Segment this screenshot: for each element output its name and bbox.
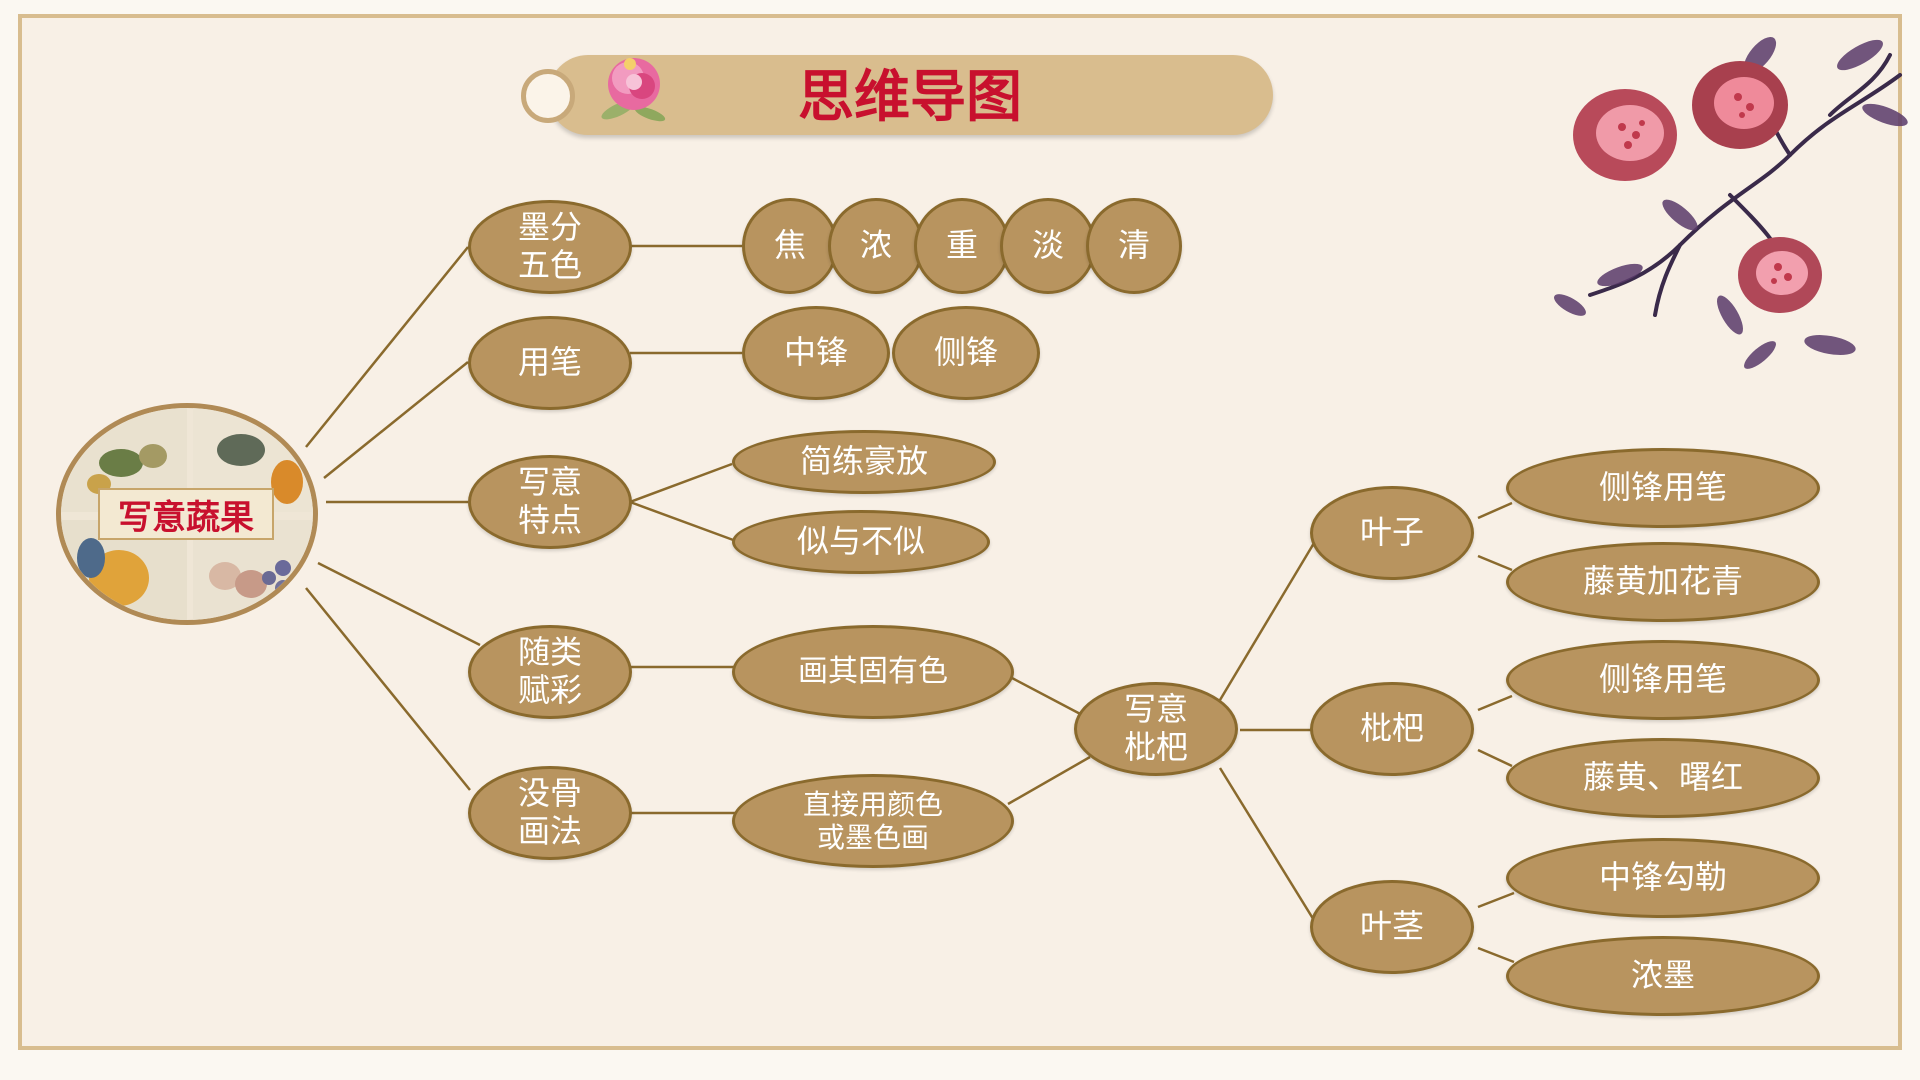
connector-boneless-loquat xyxy=(1007,755,1091,806)
node-brush-label: 用笔 xyxy=(517,343,582,382)
connector-leaf-child1 xyxy=(1477,501,1513,520)
page-title: 思维导图 xyxy=(798,65,1022,130)
node-brush-child-2[interactable]: 侧锋 xyxy=(892,306,1040,400)
node-loquat[interactable]: 写意 枇杷 xyxy=(1074,682,1238,776)
node-loquat-leaf[interactable]: 叶子 xyxy=(1310,486,1474,580)
node-loquat-stem-label: 叶茎 xyxy=(1359,907,1424,946)
node-ink-child-5-label: 清 xyxy=(1117,226,1150,265)
node-features-child-2-label: 似与不似 xyxy=(796,522,925,561)
title-bar xyxy=(548,55,1273,135)
connector-loquat-leaf xyxy=(1218,532,1322,701)
node-ink-child-3[interactable]: 重 xyxy=(914,198,1010,294)
node-features-label: 写意 特点 xyxy=(517,463,582,539)
node-fruit-child-1-label: 侧锋用笔 xyxy=(1598,660,1727,699)
connector-stem-child2 xyxy=(1477,946,1515,964)
node-boneless-child[interactable]: 直接用颜色 或墨色画 xyxy=(732,774,1014,868)
connector-root-ink xyxy=(305,246,469,448)
root-label: 写意蔬果 xyxy=(98,488,274,540)
node-color[interactable]: 随类 赋彩 xyxy=(468,625,632,719)
connector-leaf-child2 xyxy=(1477,554,1513,572)
node-ink-child-2-label: 浓 xyxy=(859,226,892,265)
node-features[interactable]: 写意 特点 xyxy=(468,455,632,549)
node-brush[interactable]: 用笔 xyxy=(468,316,632,410)
node-boneless[interactable]: 没骨 画法 xyxy=(468,766,632,860)
node-loquat-fruit-label: 枇杷 xyxy=(1359,709,1424,748)
node-features-child-1-label: 简练豪放 xyxy=(799,442,928,481)
node-fruit-child-1[interactable]: 侧锋用笔 xyxy=(1506,640,1820,720)
node-boneless-child-label: 直接用颜色 或墨色画 xyxy=(802,787,943,854)
node-leaf-child-2-label: 藤黄加花青 xyxy=(1582,562,1743,601)
node-stem-child-1[interactable]: 中锋勾勒 xyxy=(1506,838,1820,918)
node-loquat-leaf-label: 叶子 xyxy=(1359,513,1424,552)
node-ink-child-2[interactable]: 浓 xyxy=(828,198,924,294)
node-fruit-child-2[interactable]: 藤黄、曙红 xyxy=(1506,738,1820,818)
connector-fruit-child2 xyxy=(1477,748,1513,768)
node-stem-child-2[interactable]: 浓墨 xyxy=(1506,936,1820,1016)
node-brush-child-1-label: 中锋 xyxy=(783,333,848,372)
connector-fruit-child1 xyxy=(1477,694,1513,712)
connector-root-brush xyxy=(323,361,469,479)
node-boneless-label: 没骨 画法 xyxy=(517,774,582,850)
peony-flower-icon xyxy=(601,58,666,122)
node-color-child[interactable]: 画其固有色 xyxy=(732,625,1014,719)
node-features-child-2[interactable]: 似与不似 xyxy=(732,510,990,574)
node-leaf-child-1-label: 侧锋用笔 xyxy=(1598,468,1727,507)
connector-color-loquat xyxy=(1011,676,1087,719)
node-ink-child-5[interactable]: 清 xyxy=(1086,198,1182,294)
node-loquat-stem[interactable]: 叶茎 xyxy=(1310,880,1474,974)
node-ink[interactable]: 墨分 五色 xyxy=(468,200,632,294)
node-loquat-fruit[interactable]: 枇杷 xyxy=(1310,682,1474,776)
node-loquat-label: 写意 枇杷 xyxy=(1123,690,1188,766)
node-leaf-child-2[interactable]: 藤黄加花青 xyxy=(1506,542,1820,622)
node-stem-child-1-label: 中锋勾勒 xyxy=(1598,858,1727,897)
connector-root-boneless xyxy=(305,587,471,791)
title-circle-ornament xyxy=(521,69,575,123)
node-ink-child-3-label: 重 xyxy=(945,226,978,265)
node-ink-child-4[interactable]: 淡 xyxy=(1000,198,1096,294)
node-ink-label: 墨分 五色 xyxy=(517,208,582,284)
node-color-label: 随类 赋彩 xyxy=(517,633,582,709)
node-ink-child-1[interactable]: 焦 xyxy=(742,198,838,294)
node-leaf-child-1[interactable]: 侧锋用笔 xyxy=(1506,448,1820,528)
node-features-child-1[interactable]: 简练豪放 xyxy=(732,430,996,494)
node-fruit-child-2-label: 藤黄、曙红 xyxy=(1582,758,1743,797)
node-stem-child-2-label: 浓墨 xyxy=(1630,956,1695,995)
connector-loquat-stem xyxy=(1218,767,1322,931)
connector-features-child1 xyxy=(629,462,733,504)
node-ink-child-1-label: 焦 xyxy=(773,226,806,265)
connector-features-child2 xyxy=(629,500,737,543)
node-ink-child-4-label: 淡 xyxy=(1031,226,1064,265)
pomegranate-branch-painting xyxy=(1554,36,1908,369)
node-brush-child-1[interactable]: 中锋 xyxy=(742,306,890,400)
connector-root-color xyxy=(317,561,481,647)
node-color-child-label: 画其固有色 xyxy=(798,654,948,690)
node-brush-child-2-label: 侧锋 xyxy=(933,333,998,372)
connector-stem-child1 xyxy=(1477,891,1515,909)
